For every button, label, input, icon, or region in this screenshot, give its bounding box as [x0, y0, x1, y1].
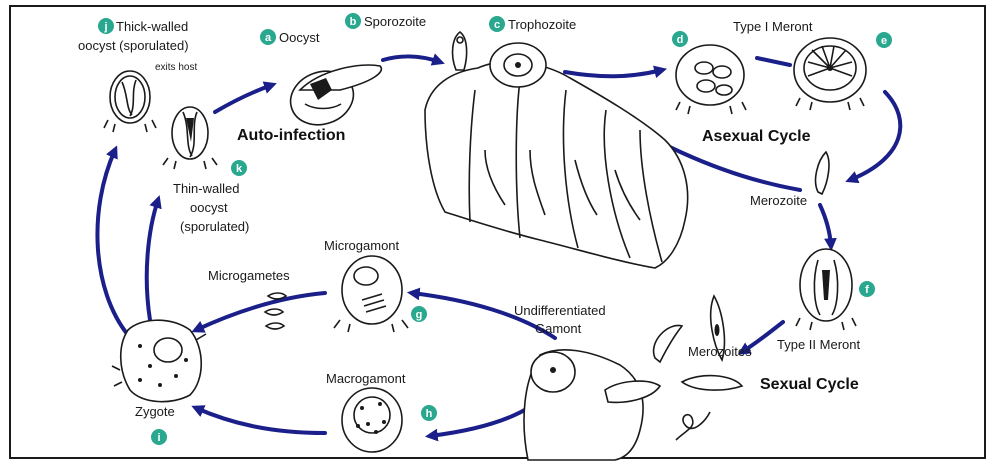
label-thin-walled-2: oocyst [190, 200, 228, 215]
arrow-d-to-e [757, 58, 790, 65]
label-macrogamont: Macrogamont [326, 371, 406, 386]
merozoite-illustration [816, 152, 829, 194]
label-sporozoite: Sporozoite [364, 14, 426, 29]
badge-a: a [260, 29, 276, 45]
badge-b: b [345, 13, 361, 29]
svg-text:g: g [416, 309, 423, 321]
label-oocyst: Oocyst [279, 30, 320, 45]
trophozoite-illustration [490, 43, 546, 87]
label-zygote: Zygote [135, 404, 175, 419]
badge-k: k [231, 160, 247, 176]
label-undifferentiated-2: Gamont [535, 321, 582, 336]
arrow-c-to-d [565, 70, 662, 76]
thick-walled-oocyst-illustration [104, 71, 156, 132]
zygote-illustration [112, 320, 206, 401]
arrow-g-to-zygote [196, 293, 325, 330]
label-asexual-cycle: Asexual Cycle [702, 128, 811, 145]
label-merozoite: Merozoite [750, 193, 807, 208]
badge-c: c [489, 16, 505, 32]
type-2-meront-illustration [796, 249, 856, 330]
svg-text:k: k [236, 163, 243, 175]
svg-text:b: b [350, 16, 357, 28]
arrow-merozoite-to-f [820, 205, 831, 246]
label-sexual-cycle: Sexual Cycle [760, 376, 859, 393]
oocyst-illustration [283, 63, 381, 134]
arrow-zygote-to-j [97, 150, 128, 335]
sporozoite-illustration [453, 32, 467, 70]
svg-text:h: h [426, 408, 433, 420]
label-type-2-meront: Type II Meront [777, 337, 860, 352]
svg-text:i: i [157, 432, 160, 444]
label-exits-host: exits host [155, 62, 197, 73]
label-microgametes: Microgametes [208, 268, 290, 283]
badge-f: f [859, 281, 875, 297]
label-trophozoite: Trophozoite [508, 17, 576, 32]
svg-text:e: e [881, 35, 887, 47]
svg-text:a: a [265, 32, 272, 44]
svg-text:j: j [103, 21, 107, 33]
badge-g: g [411, 306, 427, 322]
macrogamont-illustration [342, 388, 402, 452]
label-type-1-meront: Type I Meront [733, 19, 813, 34]
svg-text:c: c [494, 19, 500, 31]
svg-text:f: f [865, 284, 869, 296]
badge-j: j [98, 18, 114, 34]
arrow-zygote-to-k [147, 200, 158, 320]
undifferentiated-gamont-illustration [524, 350, 660, 460]
label-undifferentiated-1: Undifferentiated [514, 303, 606, 318]
badge-e: e [876, 32, 892, 48]
label-thick-walled-2: oocyst (sporulated) [78, 38, 189, 53]
arrow-a-to-b [383, 56, 440, 62]
type-1-meront-d-illustration [676, 45, 746, 114]
svg-text:d: d [677, 34, 684, 46]
microgametes-illustration [265, 293, 286, 329]
badge-h: h [421, 405, 437, 421]
label-thin-walled-1: Thin-walled [173, 181, 239, 196]
arrow-e-to-merozoite [850, 92, 900, 180]
label-merozoites: Merozoites [688, 344, 752, 359]
type-1-meront-e-illustration [794, 38, 866, 110]
thin-walled-oocyst-illustration [163, 107, 217, 169]
merozoites-illustration [654, 296, 742, 440]
microgamont-illustration [334, 256, 408, 332]
label-thick-walled-1: Thick-walled [116, 19, 188, 34]
arrow-h-to-zygote [196, 408, 325, 433]
label-thin-walled-3: (sporulated) [180, 219, 249, 234]
arrow-k-to-a [215, 85, 272, 112]
label-auto-infection: Auto-infection [237, 127, 345, 144]
badge-i: i [151, 429, 167, 445]
label-microgamont: Microgamont [324, 238, 400, 253]
host-tissue-illustration [425, 62, 688, 268]
badge-d: d [672, 31, 688, 47]
